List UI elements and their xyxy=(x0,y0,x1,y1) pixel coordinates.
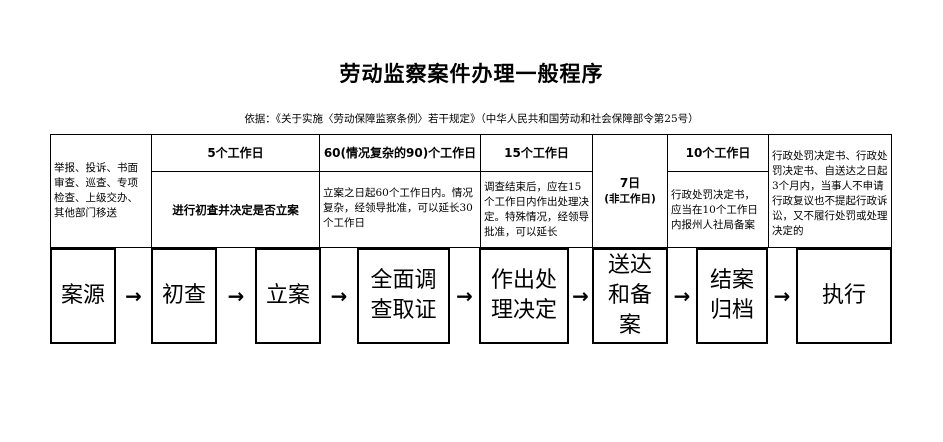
stage3-header: 15个工作日 xyxy=(480,134,593,172)
step-investigation: 全面调查取证 xyxy=(357,248,450,344)
arrow-icon: → xyxy=(572,284,589,308)
arrow-icon: → xyxy=(330,284,348,308)
step-case-filing: 立案 xyxy=(255,248,321,344)
arrow-icon: → xyxy=(227,284,245,308)
stage3-description: 调查结束后，应在15个工作日内作出处理决定。特殊情况，经领导批准，可以延长 xyxy=(480,171,593,248)
arrow-icon: → xyxy=(673,284,691,308)
stage4-note: (非工作日) xyxy=(604,193,656,205)
stage2-description: 立案之日起60个工作日内。情况复杂，经领导批准，可以延长30个工作日 xyxy=(319,171,481,248)
stage1-description: 进行初查并决定是否立案 xyxy=(151,171,320,248)
arrow-icon: → xyxy=(773,284,791,308)
arrow-icon: → xyxy=(456,284,473,308)
stage4-cell: 7日 (非工作日) xyxy=(592,134,668,248)
step-case-closing: 结案归档 xyxy=(696,248,768,344)
stage4-days: 7日 xyxy=(619,176,641,190)
stage5-description: 行政处罚决定书，应当在10个工作日内报州人社局备案 xyxy=(667,171,769,248)
step-preliminary-check: 初查 xyxy=(151,248,217,344)
step-decision: 作出处理决定 xyxy=(479,248,569,344)
step-case-source: 案源 xyxy=(50,248,116,344)
stage1-header: 5个工作日 xyxy=(151,134,320,172)
stage2-header: 60(情况复杂的90)个工作日 xyxy=(319,134,481,172)
case-source-text: 举报、投诉、书面审查、巡查、专项检查、上级交办、其他部门移送 xyxy=(54,162,138,219)
legal-basis: 依据：《关于实施〈劳动保障监察条例〉若干规定》（中华人民共和国劳动和社会保障部令… xyxy=(244,113,699,125)
arrow-icon: → xyxy=(125,284,142,308)
page-title: 劳动监察案件办理一般程序 xyxy=(339,62,604,86)
step-execution: 执行 xyxy=(796,248,892,344)
case-source-description: 举报、投诉、书面审查、巡查、专项检查、上级交办、其他部门移送 xyxy=(50,134,152,248)
stage5-header: 10个工作日 xyxy=(667,134,769,172)
step-delivery-filing: 送达和备案 xyxy=(592,248,668,344)
stage6-description: 行政处罚决定书、行政处罚决定书、自送达之日起3个月内，当事人不申请行政复议也不提… xyxy=(768,134,892,248)
